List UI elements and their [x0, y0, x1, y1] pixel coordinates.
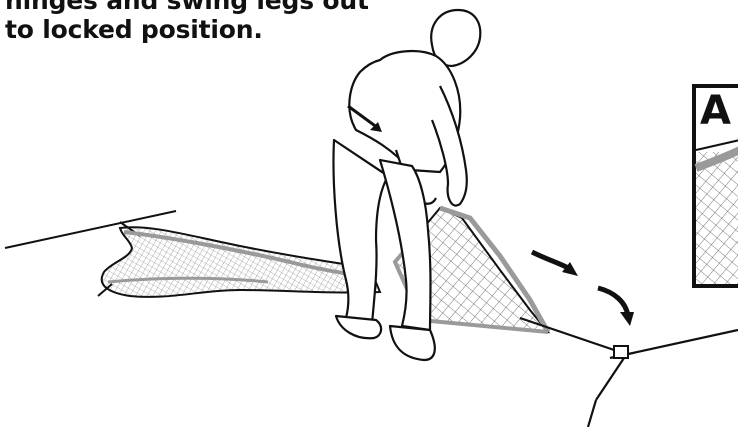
swing-arrow-1 — [532, 252, 578, 276]
hinge-legs — [520, 318, 738, 427]
swing-arrow-2 — [598, 288, 634, 326]
inset-label: A — [700, 91, 731, 131]
